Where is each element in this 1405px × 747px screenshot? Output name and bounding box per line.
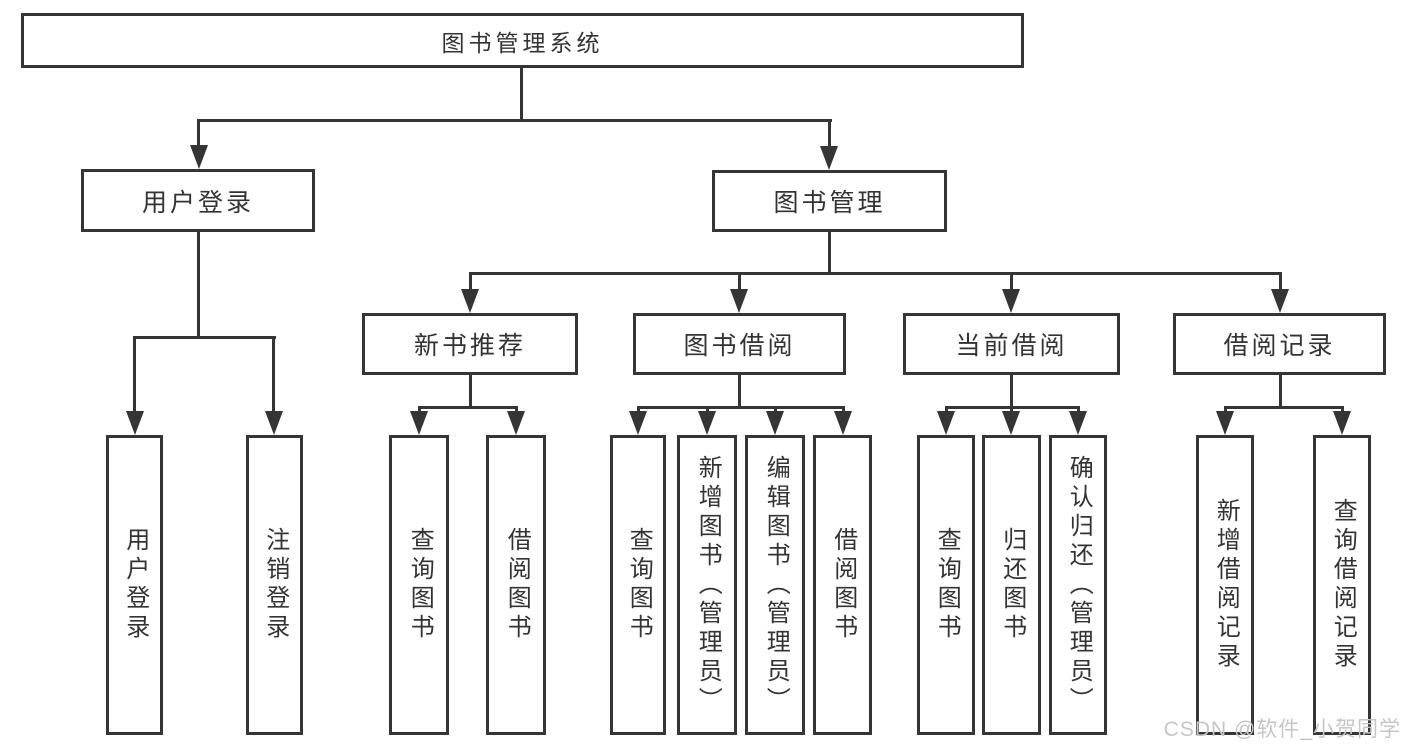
node-current-borrow: 当前借阅: [903, 313, 1120, 375]
leaf-label: 查询图书: [933, 527, 961, 643]
leaf-borrow-books: 借阅图书: [813, 435, 872, 735]
leaf-label: 新增图书（管理员）: [694, 454, 722, 716]
connector-line: [1010, 272, 1013, 292]
leaf-label: 归还图书: [998, 527, 1026, 643]
leaf-query-borrow-record: 查询借阅记录: [1313, 435, 1371, 735]
node-borrow-records: 借阅记录: [1173, 313, 1386, 375]
connector-line: [469, 272, 472, 292]
connector-line: [1279, 272, 1282, 292]
connector-arrow: [766, 411, 784, 435]
connector-line: [134, 336, 276, 339]
connector-line: [520, 68, 523, 122]
connector-line: [637, 406, 845, 409]
connector-line: [197, 119, 200, 149]
connector-arrow: [629, 411, 647, 435]
connector-arrow: [507, 411, 525, 435]
connector-arrow: [1069, 411, 1087, 435]
connector-arrow: [190, 145, 208, 169]
connector-arrow: [1002, 289, 1020, 313]
leaf-add-books-admin: 新增图书（管理员）: [677, 435, 737, 735]
connector-arrow: [730, 289, 748, 313]
leaf-user-login: 用户登录: [106, 435, 163, 735]
leaf-label: 查询借阅记录: [1329, 498, 1357, 672]
connector-line: [828, 232, 831, 275]
connector-arrow: [461, 289, 479, 313]
leaf-label: 借阅图书: [829, 527, 857, 643]
connector-arrow: [937, 411, 955, 435]
connector-line: [828, 119, 831, 149]
leaf-label: 新增借阅记录: [1212, 498, 1240, 672]
leaf-label: 查询图书: [406, 527, 434, 643]
connector-line: [1224, 406, 1344, 409]
leaf-query-books-recommend: 查询图书: [389, 435, 449, 735]
connector-arrow: [834, 411, 852, 435]
leaf-query-books-borrow: 查询图书: [610, 435, 666, 735]
leaf-borrow-books-recommend: 借阅图书: [486, 435, 546, 735]
leaf-return-books: 归还图书: [982, 435, 1041, 735]
connector-arrow: [126, 411, 144, 435]
connector-line: [418, 406, 518, 409]
leaf-query-books-current: 查询图书: [917, 435, 975, 735]
connector-line: [272, 336, 275, 414]
leaf-edit-books-admin: 编辑图书（管理员）: [745, 435, 805, 735]
connector-line: [1010, 375, 1013, 409]
connector-line: [1279, 375, 1282, 409]
connector-arrow: [820, 146, 838, 170]
connector-line: [738, 272, 741, 292]
connector-arrow: [698, 411, 716, 435]
connector-line: [469, 272, 1282, 275]
connector-line: [198, 119, 832, 122]
leaf-add-borrow-record: 新增借阅记录: [1196, 435, 1254, 735]
leaf-label: 确认归还（管理员）: [1065, 454, 1093, 716]
connector-line: [469, 375, 472, 409]
node-user-login: 用户登录: [81, 169, 315, 232]
node-root-system: 图书管理系统: [21, 13, 1024, 68]
leaf-label: 编辑图书（管理员）: [762, 454, 790, 716]
leaf-label: 用户登录: [121, 527, 149, 643]
connector-arrow: [1216, 411, 1234, 435]
leaf-label: 注销登录: [261, 527, 289, 643]
connector-arrow: [1333, 411, 1351, 435]
connector-line: [197, 232, 200, 339]
leaf-label: 查询图书: [625, 527, 653, 643]
leaf-logout: 注销登录: [246, 435, 303, 735]
connector-arrow: [1271, 289, 1289, 313]
connector-arrow: [410, 411, 428, 435]
connector-line: [738, 375, 741, 409]
connector-line: [133, 336, 136, 414]
csdn-watermark: CSDN @软件_小贺同学: [1163, 718, 1401, 741]
node-new-book-recommend: 新书推荐: [362, 313, 578, 375]
connector-arrow: [1002, 411, 1020, 435]
node-book-borrow: 图书借阅: [633, 313, 846, 375]
node-book-management: 图书管理: [712, 170, 947, 232]
connector-arrow: [265, 411, 283, 435]
leaf-confirm-return-admin: 确认归还（管理员）: [1049, 435, 1107, 735]
leaf-label: 借阅图书: [503, 527, 531, 643]
